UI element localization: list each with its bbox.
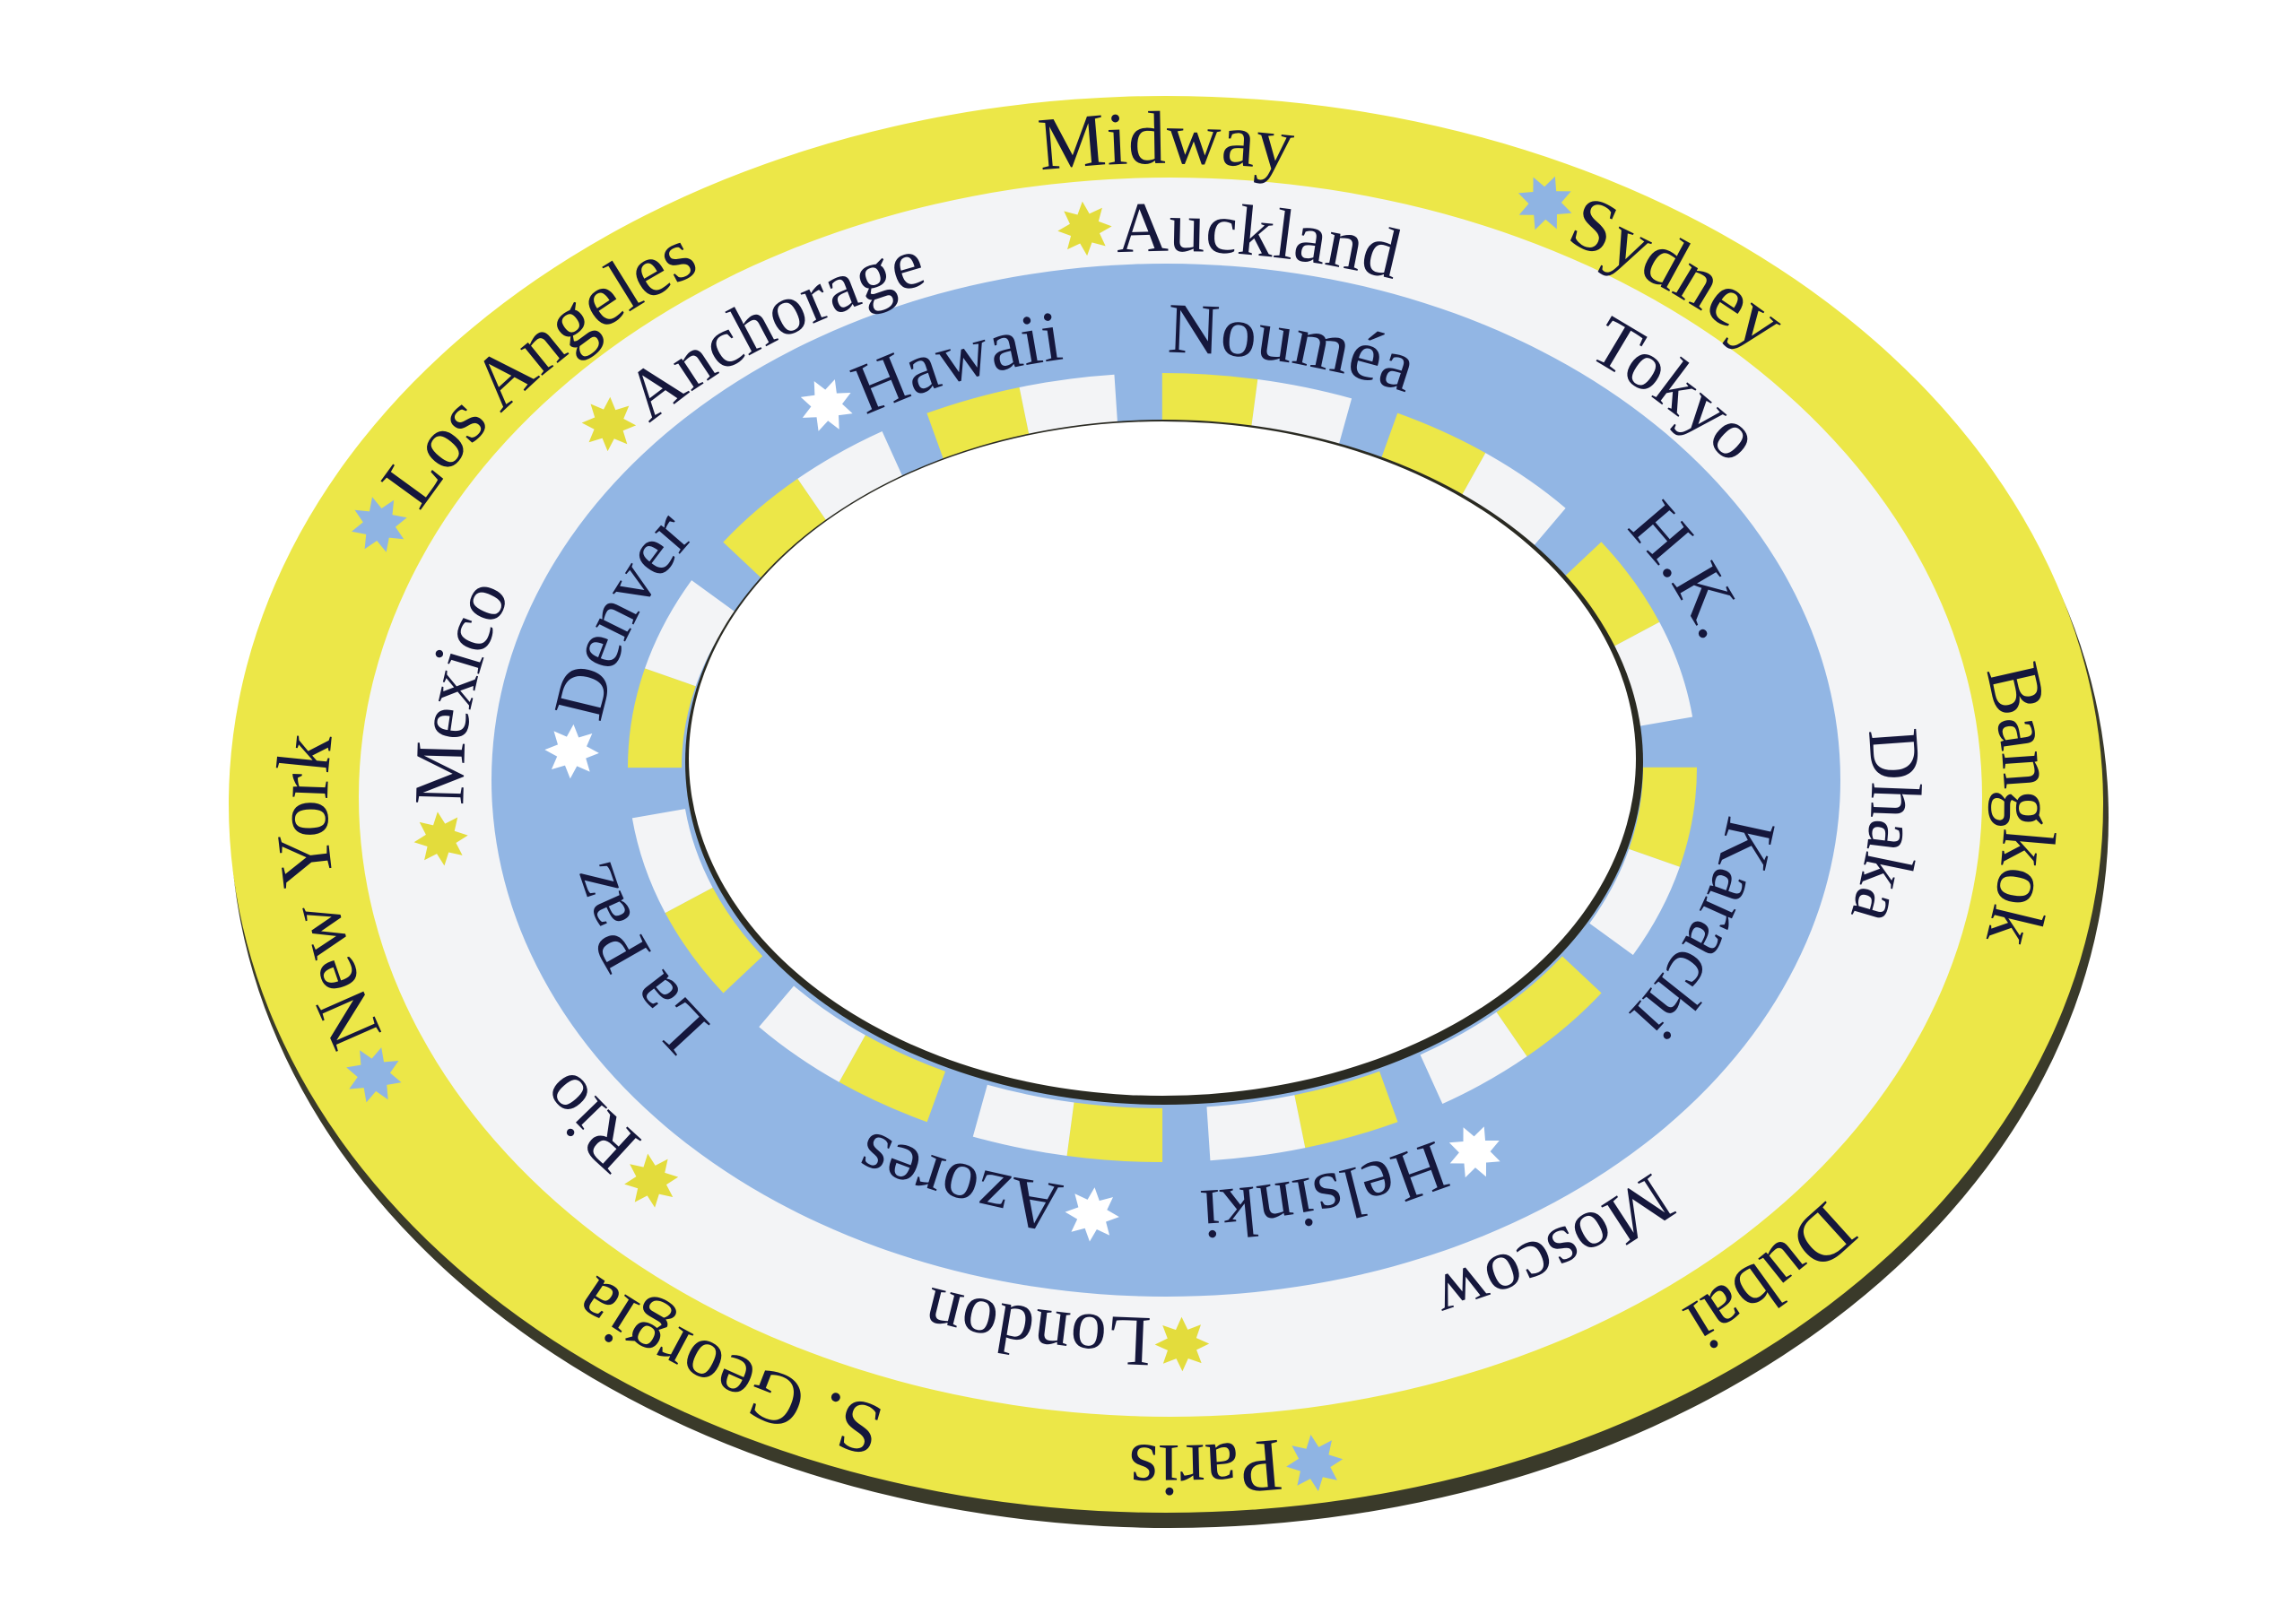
star-icon: ✸ — [534, 719, 616, 784]
star-icon: ✸ — [1059, 1169, 1126, 1254]
outer-ring-city-label: ✸Paris — [1127, 1415, 1351, 1512]
star-icon: ✸ — [401, 803, 487, 873]
star-icon: ✸ — [1051, 189, 1118, 273]
star-icon: ✸ — [1152, 1301, 1213, 1381]
star-icon: ✸ — [1277, 1415, 1351, 1506]
city-name: ✸Paris — [1127, 1415, 1351, 1512]
hour-ticks-yellow — [628, 373, 1697, 1162]
center-hole — [689, 421, 1636, 1096]
